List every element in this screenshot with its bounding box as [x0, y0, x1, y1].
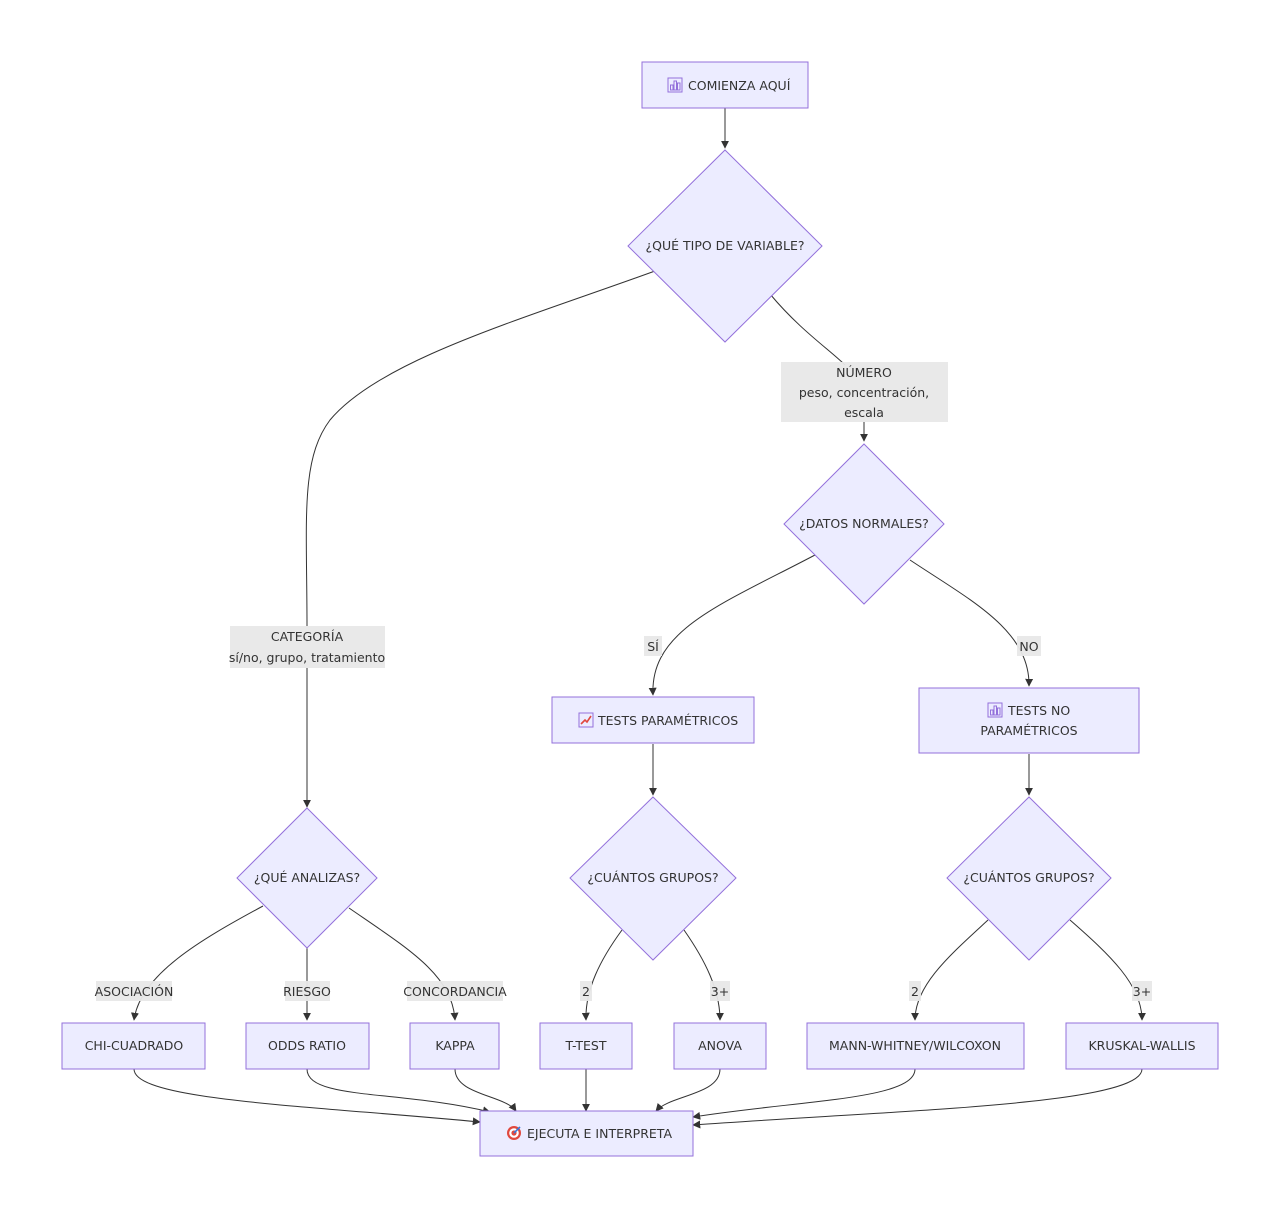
edge-normal-to-param [648, 554, 816, 696]
edge-groups-to-ttest [581, 929, 623, 1021]
node-parametric-tests-label: TESTS PARAMÉTRICOS [597, 713, 738, 728]
edge-label-si-text: SÍ [647, 639, 659, 654]
node-variable-type-label: ¿QUÉ TIPO DE VARIABLE? [646, 238, 805, 253]
edge-label-asociacion-text: ASOCIACIÓN [95, 984, 174, 999]
edge-label-numero: NÚMERO peso, concentración, escala [781, 362, 948, 422]
edge-label-two-nonparam: 2 [909, 981, 921, 1001]
edge-label-si: SÍ [644, 636, 662, 656]
edge-label-two-param: 2 [580, 981, 592, 1001]
edge-analyze-to-chi [130, 905, 264, 1021]
nodes: COMIENZA AQUÍ ¿QUÉ TIPO DE VARIABLE? ¿DA… [61, 61, 1219, 1157]
edge-label-no: NO [1017, 636, 1041, 656]
target-icon [507, 1126, 521, 1140]
node-kappa-label: KAPPA [435, 1038, 475, 1053]
node-kruskal-wallis-label: KRUSKAL-WALLIS [1088, 1038, 1195, 1053]
edge-label-concordancia-text: CONCORDANCIA [403, 984, 507, 999]
node-anova-label: ANOVA [698, 1038, 742, 1053]
node-what-analyze[interactable]: ¿QUÉ ANALIZAS? [236, 807, 378, 949]
node-execute-interpret-label: EJECUTA E INTERPRETA [527, 1126, 672, 1141]
edge-chi-to-end [133, 1068, 481, 1126]
edge-label-two-nonparam-text: 2 [911, 984, 919, 999]
node-nonparametric-tests-line1: TESTS NO [1007, 703, 1070, 718]
edge-kruskal-to-end [692, 1068, 1143, 1129]
edge-mann-to-end [692, 1068, 916, 1120]
node-kruskal-wallis[interactable]: KRUSKAL-WALLIS [1065, 1022, 1219, 1070]
edge-label-riesgo: RIESGO [283, 981, 331, 1001]
edge-analyze-to-kappa [348, 907, 459, 1021]
node-parametric-tests[interactable]: TESTS PARAMÉTRICOS [551, 696, 755, 744]
node-anova[interactable]: ANOVA [673, 1022, 767, 1070]
edge-normal-to-nonparam [909, 559, 1034, 687]
edge-label-numero-line2: peso, concentración, [799, 385, 929, 400]
edge-label-asociacion: ASOCIACIÓN [95, 981, 174, 1001]
node-groups-parametric[interactable]: ¿CUÁNTOS GRUPOS? [569, 796, 737, 961]
edge-anova-to-end [655, 1068, 721, 1112]
node-groups-nonparametric-label: ¿CUÁNTOS GRUPOS? [963, 870, 1094, 885]
edge-groups-to-mann [911, 919, 989, 1021]
edge-label-riesgo-text: RIESGO [283, 984, 331, 999]
edges [130, 108, 1146, 1129]
node-kappa[interactable]: KAPPA [409, 1022, 500, 1070]
node-odds-ratio[interactable]: ODDS RATIO [245, 1022, 370, 1070]
node-start-label: COMIENZA AQUÍ [688, 78, 791, 93]
node-normal-data[interactable]: ¿DATOS NORMALES? [783, 443, 945, 605]
line-chart-icon [578, 712, 594, 728]
node-what-analyze-label: ¿QUÉ ANALIZAS? [254, 870, 360, 885]
edge-label-numero-line1: NÚMERO [836, 365, 892, 380]
edge-label-numero-line3: escala [844, 405, 884, 420]
edge-label-no-text: NO [1019, 639, 1038, 654]
node-normal-data-label: ¿DATOS NORMALES? [799, 516, 929, 531]
edge-label-concordancia: CONCORDANCIA [403, 981, 507, 1001]
node-nonparametric-tests-line2: PARAMÉTRICOS [980, 723, 1077, 738]
edge-variable-to-categoria [305, 270, 656, 627]
edge-label-categoria-line1: CATEGORÍA [271, 629, 344, 644]
edge-label-three-nonparam: 3+ [1132, 981, 1152, 1001]
node-groups-parametric-label: ¿CUÁNTOS GRUPOS? [587, 870, 718, 885]
edge-label-categoria-line2: sí/no, grupo, tratamiento [229, 650, 385, 665]
node-t-test-label: T-TEST [565, 1038, 607, 1053]
node-mann-whitney-label: MANN-WHITNEY/WILCOXON [829, 1038, 1001, 1053]
edge-odds-to-end [306, 1068, 491, 1115]
node-t-test[interactable]: T-TEST [539, 1022, 633, 1070]
edge-label-categoria: CATEGORÍA sí/no, grupo, tratamiento [229, 626, 385, 668]
node-odds-ratio-label: ODDS RATIO [268, 1038, 346, 1053]
edge-groups-to-anova [683, 929, 724, 1021]
edge-label-three-param: 3+ [710, 981, 730, 1001]
edge-labels: NÚMERO peso, concentración, escala CATEG… [95, 362, 1152, 1001]
edge-label-three-nonparam-text: 3+ [1133, 984, 1151, 999]
node-variable-type[interactable]: ¿QUÉ TIPO DE VARIABLE? [627, 149, 823, 343]
edge-groups-to-kruskal [1069, 919, 1146, 1021]
node-chi-square[interactable]: CHI-CUADRADO [61, 1022, 206, 1070]
bar-chart-icon [667, 77, 683, 93]
edge-label-two-param-text: 2 [582, 984, 590, 999]
node-chi-square-label: CHI-CUADRADO [85, 1038, 184, 1053]
edge-variable-to-numero [769, 293, 846, 366]
bar-chart-icon [987, 702, 1003, 718]
edge-label-three-param-text: 3+ [711, 984, 729, 999]
node-groups-nonparametric[interactable]: ¿CUÁNTOS GRUPOS? [946, 796, 1112, 961]
node-mann-whitney[interactable]: MANN-WHITNEY/WILCOXON [806, 1022, 1025, 1070]
edge-kappa-to-end [454, 1068, 517, 1112]
node-execute-interpret[interactable]: EJECUTA E INTERPRETA [479, 1110, 694, 1157]
node-nonparametric-tests[interactable]: TESTS NO PARAMÉTRICOS [918, 687, 1140, 754]
node-start[interactable]: COMIENZA AQUÍ [641, 61, 809, 109]
